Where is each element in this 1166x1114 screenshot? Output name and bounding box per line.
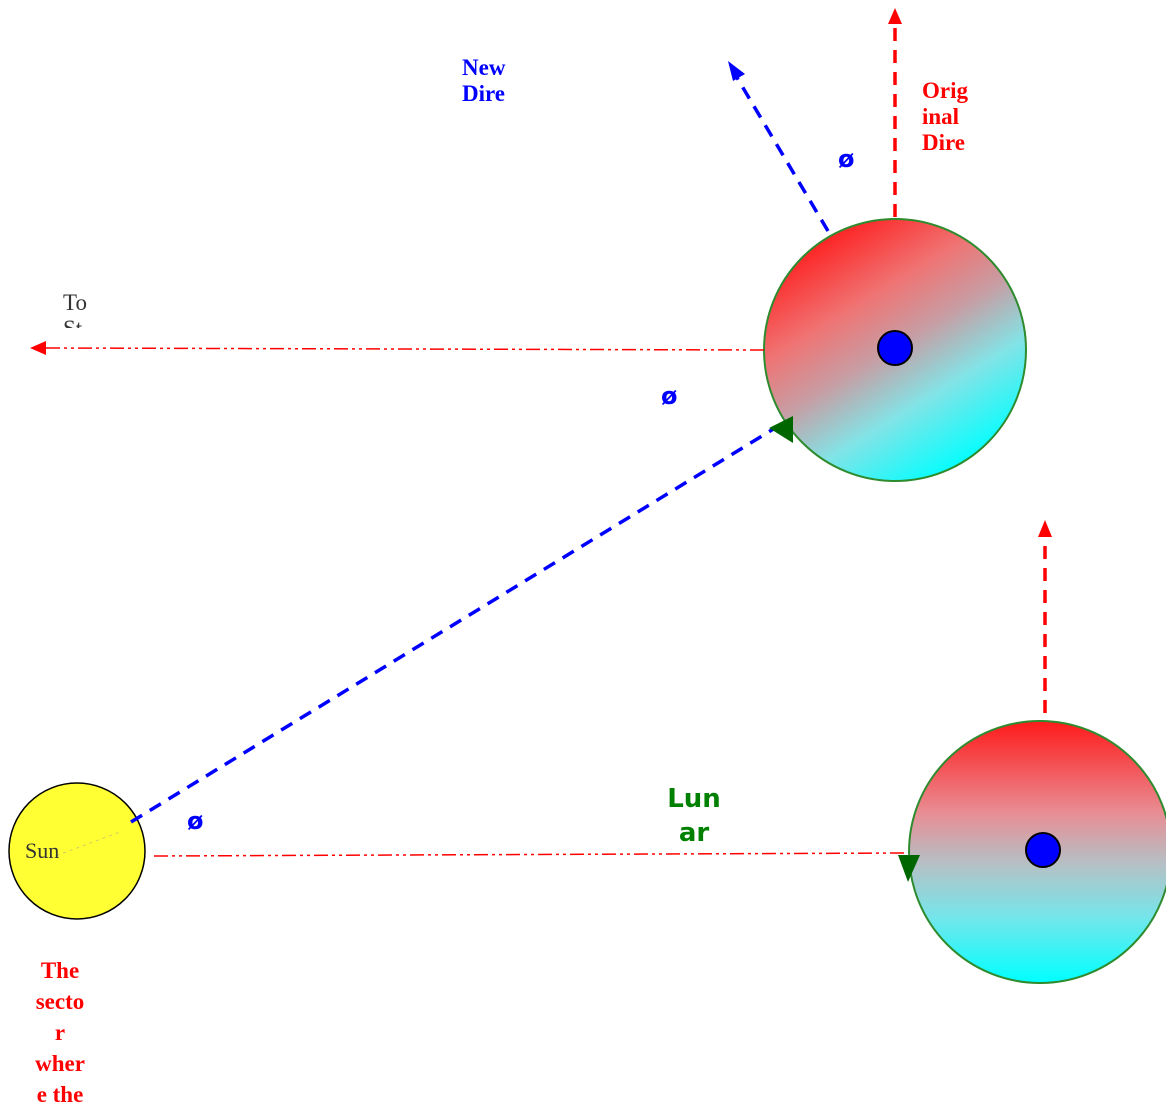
- to-star-arrowhead: [30, 341, 46, 355]
- sun: [8, 782, 146, 920]
- new-direction-label: New Dire: [462, 55, 506, 106]
- sun-surface-mark: [49, 831, 121, 859]
- planet-bottom-center: [1025, 832, 1061, 868]
- bottom-planet-direction-arrowhead: [1038, 520, 1052, 537]
- sun-to-planet-line: [130, 423, 781, 824]
- original-direction-arrowhead: [888, 8, 902, 24]
- orbit-arrowhead-bottom: [898, 855, 920, 882]
- new-direction-line: [734, 75, 830, 232]
- orbit-arrowhead-top: [769, 416, 793, 443]
- sun-to-bottom-planet-line: [153, 852, 906, 857]
- sector-note-label: The secto r wher e the: [35, 958, 85, 1107]
- to-star-line: [43, 347, 765, 351]
- to-star-label: To St: [63, 290, 87, 328]
- new-direction-arrowhead: [728, 61, 745, 81]
- original-direction-label: Orig inal Dire: [922, 78, 968, 155]
- lunar-label: Lun ar: [667, 784, 721, 848]
- sun-label: Sun: [25, 838, 60, 863]
- angle-label-sun: ø: [187, 807, 204, 835]
- planet-top-center: [877, 330, 913, 366]
- angle-label-top: ø: [838, 145, 855, 173]
- angle-label-middle: ø: [661, 382, 678, 410]
